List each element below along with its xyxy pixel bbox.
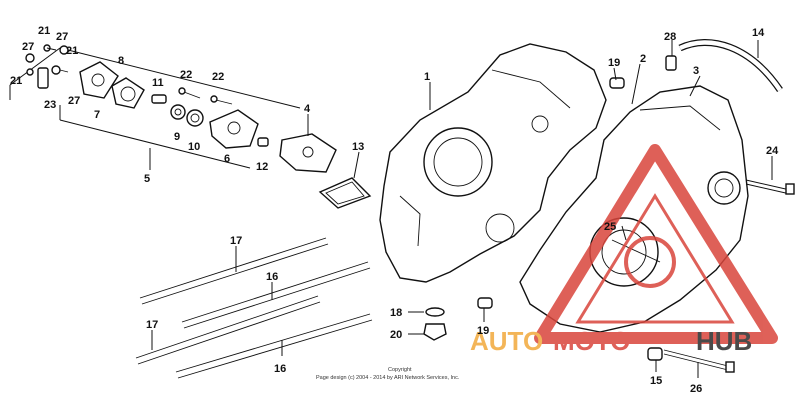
callout-15: 15 <box>650 375 662 387</box>
callout-12: 12 <box>256 161 268 173</box>
oil-pump-assembly-frame <box>9 47 301 170</box>
callout-16-top: 16 <box>266 271 278 283</box>
drain-washer-18 <box>425 307 445 317</box>
callout-8: 8 <box>118 55 124 67</box>
callout-23: 23 <box>44 99 56 111</box>
callout-19-top: 19 <box>608 57 620 69</box>
drain-bolt-20 <box>423 323 447 341</box>
callout-28: 28 <box>664 31 676 43</box>
copyright-line-1: Copyright <box>388 367 412 373</box>
callout-1: 1 <box>424 71 430 83</box>
watermark-text-auto: AUTO <box>470 326 543 356</box>
callout-18: 18 <box>390 307 402 319</box>
callout-17-bottom: 17 <box>146 319 158 331</box>
pump-pin-23 <box>37 67 49 89</box>
pump-gasket-4 <box>279 133 337 173</box>
oil-strainer-13 <box>318 177 372 209</box>
callout-6: 6 <box>224 153 230 165</box>
callout-3: 3 <box>693 65 699 77</box>
callout-10: 10 <box>188 141 200 153</box>
callout-19-bottom: 19 <box>477 325 489 337</box>
callout-22-a: 22 <box>180 69 192 81</box>
leader-lines <box>151 40 773 378</box>
callout-26: 26 <box>690 383 702 395</box>
callout-21-a: 21 <box>38 25 50 37</box>
callout-7: 7 <box>94 109 100 121</box>
pump-body-6 <box>209 109 259 149</box>
pump-screw-21b <box>26 68 34 76</box>
pump-bolt-27 <box>25 53 35 63</box>
watermark-text-hub: HUB <box>696 326 752 356</box>
pump-gear-9 <box>170 104 186 120</box>
watermark-logo: AUTO MOTO HUB <box>470 144 778 356</box>
callout-4: 4 <box>304 103 311 115</box>
callout-21-c: 21 <box>10 75 22 87</box>
watermark-triangle-icon <box>534 144 778 344</box>
callout-25: 25 <box>604 221 616 233</box>
pump-cover-7 <box>79 61 119 99</box>
watermark-text-moto: MOTO <box>553 326 631 356</box>
tube-clip-28 <box>665 55 677 71</box>
pump-screw-21a <box>43 44 57 52</box>
pump-screw-22a <box>178 87 201 99</box>
callout-2: 2 <box>640 53 646 65</box>
dowel-15 <box>647 347 663 361</box>
breather-tube-14 <box>678 38 783 92</box>
pump-screw-22b <box>210 95 233 105</box>
bolt-25 <box>611 239 661 263</box>
callout-17-top: 17 <box>230 235 242 247</box>
pump-pin-11 <box>151 94 167 104</box>
callout-13: 13 <box>352 141 364 153</box>
callout-20: 20 <box>390 329 402 341</box>
callout-22-b: 22 <box>212 71 224 83</box>
dowel-pin-19-bottom <box>477 297 493 309</box>
stud-bolt-16-top <box>181 261 371 329</box>
bolt-26 <box>663 349 735 373</box>
callout-21-b: 21 <box>66 45 78 57</box>
callout-5: 5 <box>144 173 150 185</box>
callout-11: 11 <box>152 77 164 89</box>
left-crankcase-1 <box>379 43 607 283</box>
pump-washer-27c <box>51 65 69 75</box>
pump-rotor-8 <box>111 77 145 109</box>
callout-27-c: 27 <box>68 95 80 107</box>
copyright-line-2: Page design (c) 2004 - 2014 by ARI Netwo… <box>316 375 460 381</box>
pump-pin-12 <box>257 137 269 147</box>
callout-9: 9 <box>174 131 180 143</box>
callout-labels: 1 2 3 4 5 6 7 8 9 10 11 12 13 14 15 16 1… <box>10 25 779 395</box>
pump-washer-27b <box>59 45 69 55</box>
bolt-24 <box>745 179 795 195</box>
callout-27-b: 27 <box>56 31 68 43</box>
stud-bolt-17-top <box>139 237 329 305</box>
stud-bolt-17-bottom <box>135 295 321 365</box>
callout-27-a: 27 <box>22 41 34 53</box>
callout-24: 24 <box>766 145 779 157</box>
stud-bolt-16-bottom <box>175 313 373 379</box>
callout-16-bottom: 16 <box>274 363 286 375</box>
callout-14: 14 <box>752 27 765 39</box>
pump-washer-10 <box>186 109 204 127</box>
dowel-pin-19-top <box>609 77 625 89</box>
